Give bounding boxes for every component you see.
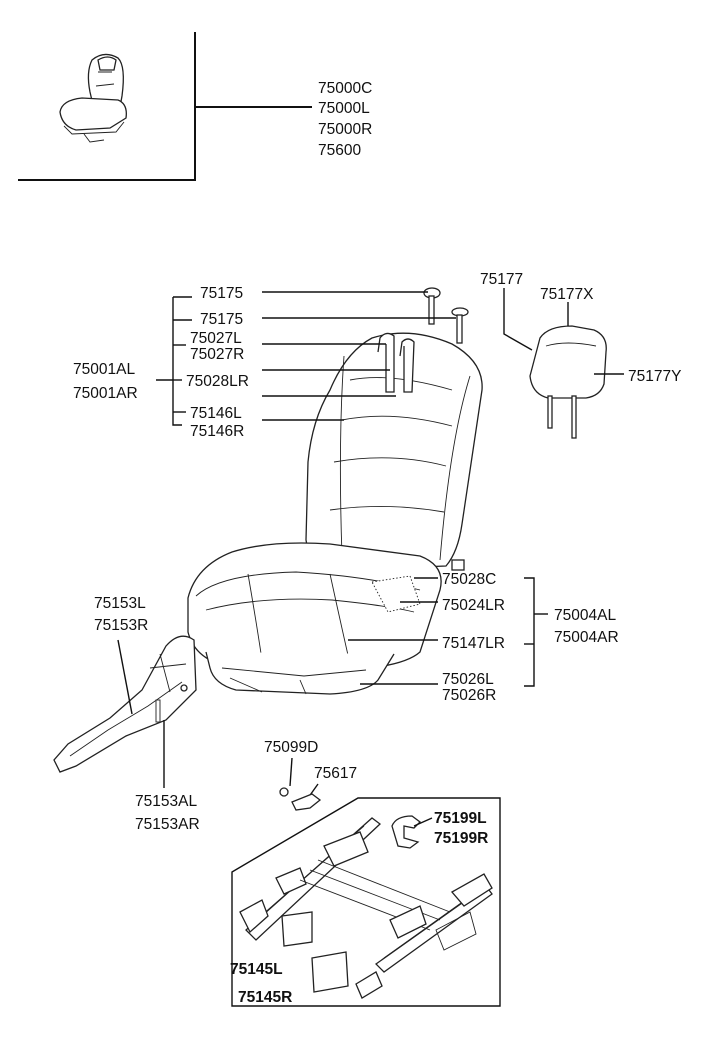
track-drawing [239, 815, 493, 999]
label-75001AR: 75001AR [73, 385, 138, 402]
assembly-label-2: 75000L [318, 100, 370, 117]
headrest-callouts [503, 288, 624, 375]
label-75027R: 75027R [190, 346, 244, 363]
label-75153AL: 75153AL [135, 793, 197, 810]
seat-cushion-drawing [187, 542, 442, 695]
label-75028C: 75028C [442, 571, 496, 588]
label-75175-a: 75175 [200, 285, 243, 302]
side-cover-drawing [53, 635, 197, 773]
label-75001AL: 75001AL [73, 361, 135, 378]
track-callouts [413, 817, 433, 827]
label-75153R: 75153R [94, 617, 148, 634]
label-75028LR: 75028LR [186, 373, 249, 390]
label-75004AL: 75004AL [554, 607, 616, 624]
label-75027L: 75027L [190, 330, 242, 347]
label-75099D: 75099D [264, 739, 318, 756]
label-75024LR: 75024LR [442, 597, 505, 614]
headrest-drawing [529, 325, 607, 439]
label-75199R: 75199R [434, 830, 488, 847]
label-75617: 75617 [314, 765, 357, 782]
seat-back-callouts [156, 291, 456, 426]
label-75147LR: 75147LR [442, 635, 505, 652]
seat-back-drawing [305, 287, 483, 571]
label-75145L: 75145L [230, 961, 283, 978]
pin-75175-a [423, 287, 441, 325]
track-frame [231, 797, 501, 1007]
label-75026R: 75026R [442, 687, 496, 704]
label-75177X: 75177X [540, 286, 594, 303]
label-75145R: 75145R [238, 989, 292, 1006]
label-75146L: 75146L [190, 405, 242, 422]
track-small-parts [279, 757, 322, 811]
label-75026L: 75026L [442, 671, 494, 688]
side-cover-callouts [117, 639, 165, 788]
label-75146R: 75146R [190, 423, 244, 440]
label-75175-b: 75175 [200, 311, 243, 328]
assembly-inset: 75000C 75000L 75000R 75600 [18, 32, 372, 181]
label-75153AR: 75153AR [135, 816, 200, 833]
inset-frame [18, 32, 196, 181]
seat-cushion-callouts [348, 577, 548, 687]
assembly-label-4: 75600 [318, 142, 361, 159]
label-75199L: 75199L [434, 810, 487, 827]
assembly-label-1: 75000C [318, 80, 372, 97]
label-75153L: 75153L [94, 595, 146, 612]
assembly-label-3: 75000R [318, 121, 372, 138]
label-75177: 75177 [480, 271, 523, 288]
label-75004AR: 75004AR [554, 629, 619, 646]
seat-thumbnail-image [59, 53, 127, 143]
pin-75175-b [451, 307, 469, 344]
label-75177Y: 75177Y [628, 368, 681, 385]
